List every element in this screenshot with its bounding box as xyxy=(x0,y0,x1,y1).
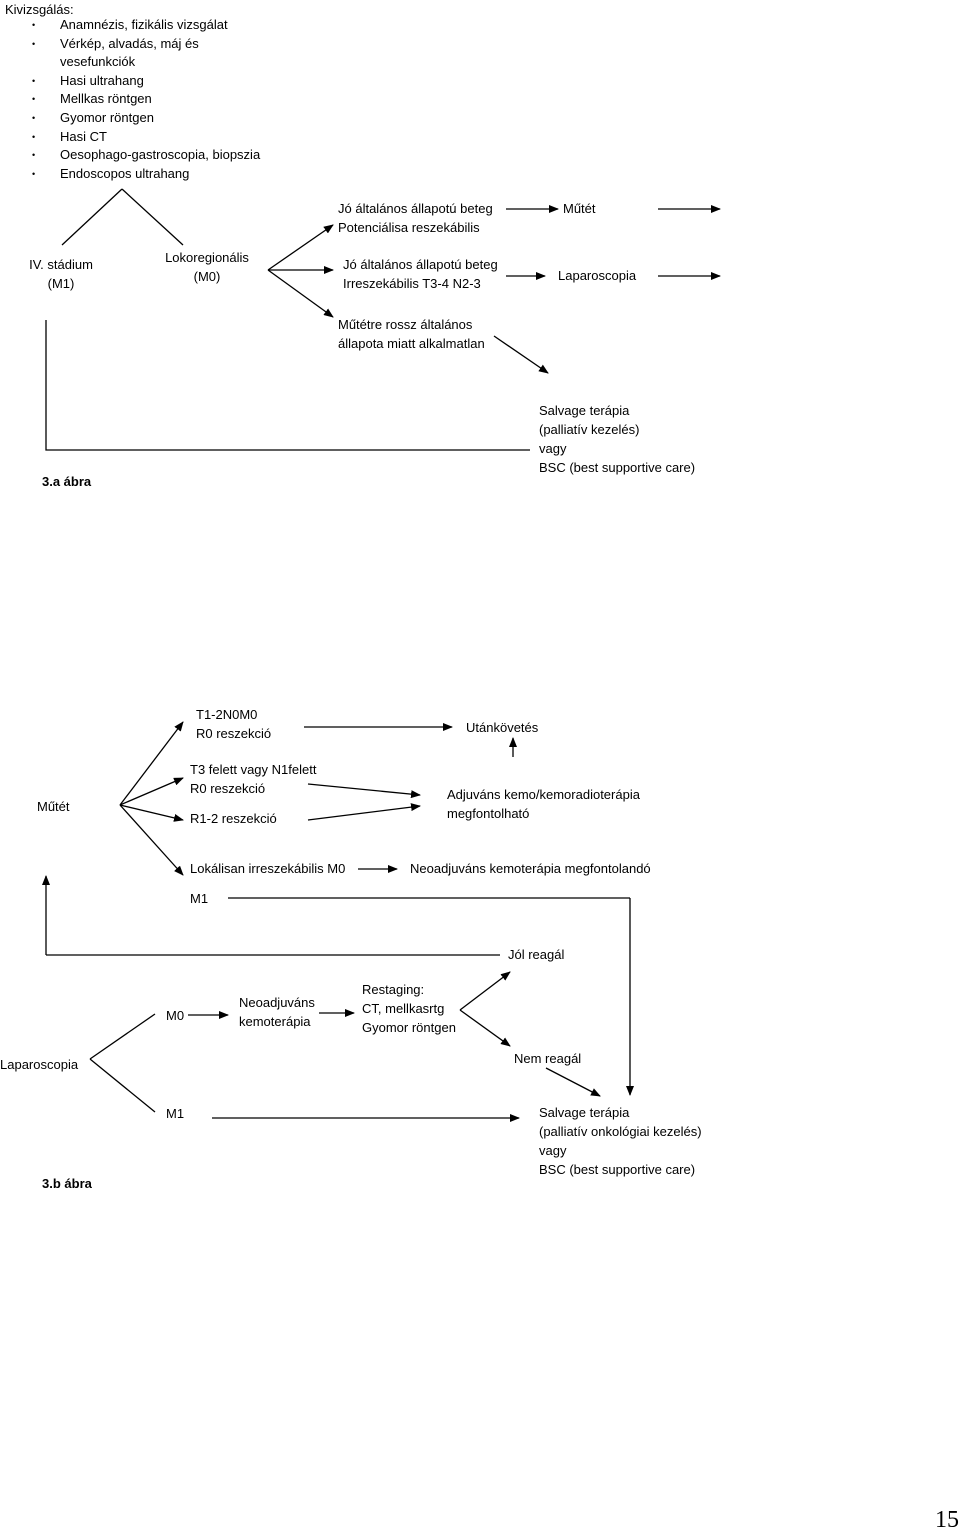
local-irresectable-label: Lokálisan irreszekábilis M0 xyxy=(190,861,346,876)
arrow xyxy=(307,803,421,821)
laparoscopy-label: Laparoscopia xyxy=(0,1057,79,1072)
intro-item: Hasi CT xyxy=(32,128,260,147)
arrow xyxy=(493,335,549,374)
unfit-branch-label: Műtétre rossz általános állapota miatt a… xyxy=(338,317,485,351)
arrow xyxy=(119,777,184,806)
t12-label: T1-2N0M0 R0 reszekció xyxy=(196,707,272,741)
laparoscopy-label: Laparoscopia xyxy=(558,268,637,283)
connector-line xyxy=(45,320,530,451)
neoadjuvant-label: Neoadjuváns kemoterápia xyxy=(239,995,315,1029)
arrow xyxy=(119,804,184,876)
intro-item: Vérkép, alvadás, máj és vesefunkciók xyxy=(32,35,260,72)
arrow xyxy=(307,783,421,799)
arrow xyxy=(267,224,334,271)
adjuvant-label: Adjuváns kemo/kemoradioterápia megfontol… xyxy=(447,787,640,821)
salvage-therapy-label: Salvage terápia (palliatív onkológiai ke… xyxy=(539,1105,702,1177)
locoregional-label: Lokoregionális (M0) xyxy=(165,250,249,284)
resectable-branch-label: Jó általános állapotú beteg Potenciálisa… xyxy=(338,201,493,235)
t3-label: T3 felett vagy N1felett R0 reszekció xyxy=(190,762,317,796)
good-response-label: Jól reagál xyxy=(508,947,565,962)
intro-title: Kivizsgálás: xyxy=(5,2,74,17)
connector-line xyxy=(89,1013,156,1060)
connector-line xyxy=(61,188,123,246)
salvage-therapy-label: Salvage terápia (palliatív kezelés) vagy… xyxy=(539,403,696,475)
followup-label: Utánkövetés xyxy=(466,720,539,735)
page-number: 15 xyxy=(935,1507,959,1533)
intro-item: Oesophago-gastroscopia, biopszia xyxy=(32,146,260,165)
intro-item: Endoscopos ultrahang xyxy=(32,165,260,184)
r12-label: R1-2 reszekció xyxy=(190,811,277,826)
intro-list: Anamnézis, fizikális vizsgálat Vérkép, a… xyxy=(32,16,260,183)
restaging-label: Restaging: CT, mellkasrtg Gyomor röntgen xyxy=(362,982,456,1035)
intro-item: Gyomor röntgen xyxy=(32,109,260,128)
arrow xyxy=(267,269,334,318)
figure-caption-a: 3.a ábra xyxy=(42,474,92,489)
intro-item: Mellkas röntgen xyxy=(32,90,260,109)
stage-iv-label: IV. stádium (M1) xyxy=(29,257,93,291)
arrow xyxy=(545,1067,601,1097)
arrow xyxy=(459,971,511,1011)
m1-label: M1 xyxy=(190,891,209,906)
surgery-label: Műtét xyxy=(37,799,70,814)
m1-label: M1 xyxy=(166,1106,185,1121)
m0-label: M0 xyxy=(166,1008,185,1023)
neoadjuvant-consider-label: Neoadjuváns kemoterápia megfontolandó xyxy=(410,861,651,876)
connector-line xyxy=(121,188,184,246)
no-response-label: Nem reagál xyxy=(514,1051,582,1066)
surgery-label: Műtét xyxy=(563,201,596,216)
arrow xyxy=(119,804,184,822)
connector-line xyxy=(89,1058,156,1113)
arrow xyxy=(119,721,184,806)
arrow xyxy=(459,1009,511,1047)
irresectable-branch-label: Jó általános állapotú beteg Irreszekábil… xyxy=(343,257,498,291)
figure-caption-b: 3.b ábra xyxy=(42,1176,92,1191)
intro-item: Anamnézis, fizikális vizsgálat xyxy=(32,16,260,35)
intro-item: Hasi ultrahang xyxy=(32,72,260,91)
